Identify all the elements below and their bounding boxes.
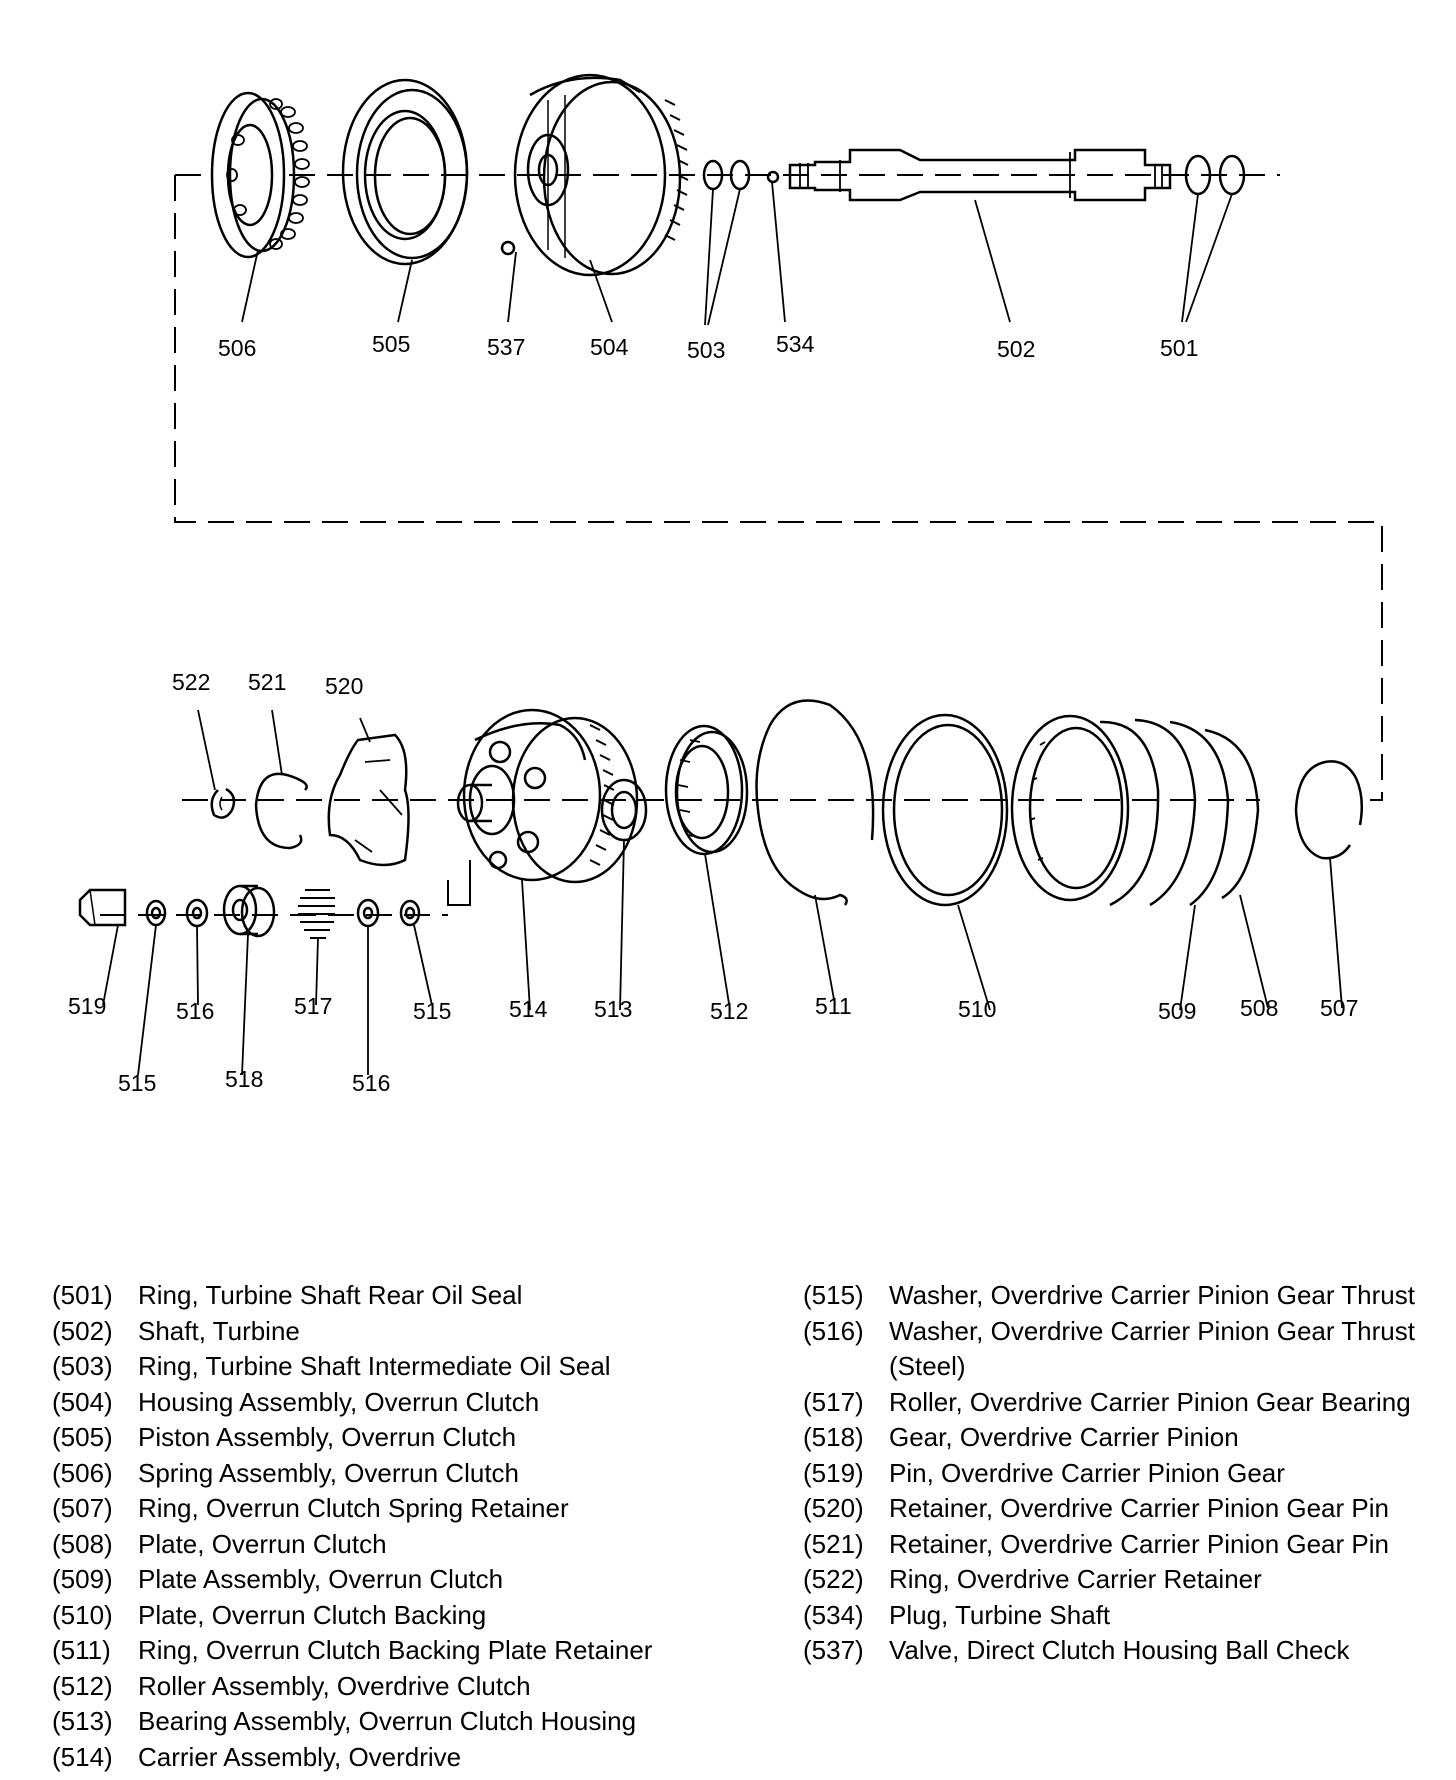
legend-item: (509)Plate Assembly, Overrun Clutch (52, 1564, 504, 1594)
callout-515b: 515 (118, 1070, 156, 1096)
connector-line (174, 175, 1383, 801)
part-520-pin-retainer (327, 733, 410, 867)
legend-item: (501)Ring, Turbine Shaft Rear Oil Seal (52, 1280, 523, 1310)
part-512-roller-assembly (664, 724, 749, 856)
part-506-spring-assembly (210, 91, 310, 259)
legend-item: (515)Washer, Overdrive Carrier Pinion Ge… (803, 1280, 1415, 1310)
callout-522: 522 (172, 669, 210, 695)
legend-item: (513)Bearing Assembly, Overrun Clutch Ho… (52, 1706, 637, 1736)
callout-502: 502 (997, 336, 1035, 362)
legend-item: (503)Ring, Turbine Shaft Intermediate Oi… (52, 1351, 611, 1381)
callout-505: 505 (372, 331, 410, 357)
legend-left-column: (501)Ring, Turbine Shaft Rear Oil Seal (… (52, 1278, 732, 1775)
legend-item: (518)Gear, Overdrive Carrier Pinion (803, 1422, 1239, 1452)
legend-item: (519)Pin, Overdrive Carrier Pinion Gear (803, 1457, 1285, 1488)
part-514-overdrive-carrier (447, 708, 639, 906)
legend-item: (508)Plate, Overrun Clutch (52, 1528, 387, 1559)
callout-520: 520 (325, 673, 363, 699)
callout-516a: 516 (176, 998, 214, 1024)
legend-item: (505)Piston Assembly, Overrun Clutch (52, 1422, 517, 1452)
callout-506: 506 (218, 335, 256, 361)
legend-item: (521)Retainer, Overdrive Carrier Pinion … (803, 1528, 1389, 1559)
legend-item: (537)Valve, Direct Clutch Housing Ball C… (803, 1635, 1350, 1665)
legend-item: (534)Plug, Turbine Shaft (803, 1599, 1111, 1630)
legend-item: (511)Ring, Overrun Clutch Backing Plate … (52, 1635, 653, 1665)
callout-509: 509 (1158, 998, 1196, 1024)
part-513-bearing-assembly (600, 778, 648, 842)
legend-item: (502)Shaft, Turbine (52, 1315, 300, 1346)
part-534-plug (766, 170, 780, 184)
callout-512: 512 (710, 998, 748, 1024)
callout-501: 501 (1160, 335, 1198, 361)
callout-503: 503 (687, 337, 725, 363)
part-522-carrier-retainer-ring (210, 787, 236, 819)
callout-514: 514 (509, 996, 548, 1022)
callout-519: 519 (68, 993, 106, 1019)
legend-item: (517)Roller, Overdrive Carrier Pinion Ge… (803, 1386, 1411, 1417)
part-521-pin-retainer (254, 772, 308, 850)
legend-item: (510)Plate, Overrun Clutch Backing (52, 1599, 487, 1630)
callout-508: 508 (1240, 995, 1278, 1021)
callout-516b: 516 (352, 1070, 390, 1096)
callout-518: 518 (225, 1066, 263, 1092)
legend-item: (506)Spring Assembly, Overrun Clutch (52, 1457, 519, 1488)
part-516-thrust-washer-left (185, 898, 209, 928)
callout-537: 537 (487, 334, 525, 360)
part-505-piston-assembly (341, 78, 469, 266)
legend-item: (504)Housing Assembly, Overrun Clutch (52, 1386, 540, 1417)
part-517-roller-bearings (298, 889, 335, 939)
exploded-parts-diagram: 506 505 537 504 503 534 502 501 522 521 … (68, 73, 1383, 1096)
part-510-backing-plate (881, 713, 1009, 907)
legend-item: (520)Retainer, Overdrive Carrier Pinion … (803, 1493, 1389, 1523)
legend-item: (516)Washer, Overdrive Carrier Pinion Ge… (803, 1315, 1415, 1382)
callout-521: 521 (248, 669, 286, 695)
part-502-turbine-shaft (788, 148, 1172, 202)
part-519-pinion-pin (78, 888, 127, 927)
legend-item: (512)Roller Assembly, Overdrive Clutch (52, 1670, 531, 1701)
part-515-thrust-washer-left (145, 899, 167, 927)
callout-507: 507 (1320, 995, 1358, 1021)
callout-510: 510 (958, 996, 996, 1022)
legend-item: (522)Ring, Overdrive Carrier Retainer (803, 1564, 1262, 1594)
part-518-pinion-gear (222, 884, 276, 938)
callout-513: 513 (594, 996, 632, 1022)
callout-504: 504 (590, 334, 629, 360)
legend-right-column: (515)Washer, Overdrive Carrier Pinion Ge… (803, 1278, 1453, 1669)
callout-numbers: 506 505 537 504 503 534 502 501 522 521 … (68, 331, 1358, 1096)
legend-item: (507)Ring, Overrun Clutch Spring Retaine… (52, 1493, 569, 1523)
part-509-508-clutch-plates (1010, 714, 1260, 907)
callout-534: 534 (776, 331, 815, 357)
part-515-thrust-washer-right (399, 899, 421, 927)
legend-item: (514)Carrier Assembly, Overdrive (52, 1741, 462, 1772)
callout-517: 517 (294, 993, 332, 1019)
callout-511: 511 (815, 993, 852, 1019)
part-504-housing-assembly (500, 73, 689, 277)
callout-515a: 515 (413, 998, 451, 1024)
part-516-thrust-washer-right (356, 898, 380, 928)
part-511-snap-ring (755, 699, 875, 906)
part-507-spring-retainer-ring (1294, 760, 1364, 860)
